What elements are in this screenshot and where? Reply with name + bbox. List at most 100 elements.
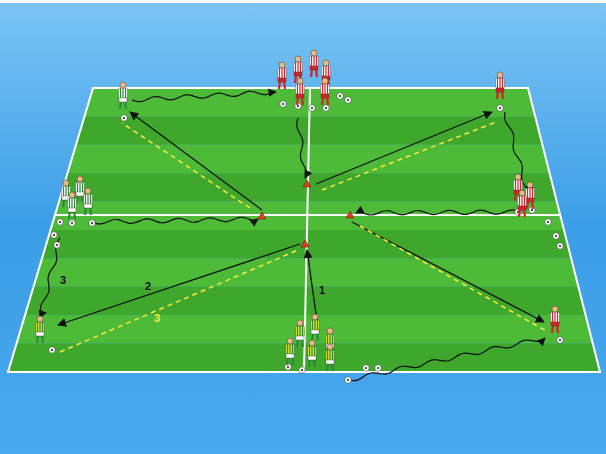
player-shirt <box>518 196 527 206</box>
ball <box>69 220 75 226</box>
shirt-stripe <box>524 196 525 206</box>
shirt-stripe <box>313 56 314 66</box>
shirt-stripe <box>328 66 329 76</box>
pass-line <box>60 250 298 352</box>
player-figure <box>311 314 320 341</box>
player-figure <box>36 316 45 343</box>
player-figure <box>278 62 287 89</box>
player-head <box>77 176 83 182</box>
shirt-stripe <box>311 56 312 66</box>
player-figure <box>518 190 527 217</box>
pass-line <box>322 122 496 190</box>
dribble-line <box>92 217 258 224</box>
shirt-stripe <box>299 84 300 94</box>
ball-body <box>280 101 286 107</box>
shirt-stripe <box>327 84 328 94</box>
shirt-stripe <box>299 326 300 336</box>
player-shirt <box>310 56 319 66</box>
player-leg <box>317 333 318 341</box>
shirt-stripe <box>317 320 318 330</box>
shirt-stripe <box>322 84 323 94</box>
player-figure <box>322 60 331 87</box>
ball <box>545 219 551 225</box>
player-figure <box>321 78 330 105</box>
player-leg <box>287 357 288 365</box>
dribble-line <box>132 91 276 101</box>
ball <box>557 337 563 343</box>
shirt-stripe <box>77 182 78 192</box>
ball <box>51 232 57 238</box>
player-figure <box>119 82 128 109</box>
shirt-stripe <box>519 196 520 206</box>
ball-body <box>69 220 75 226</box>
player-shirt <box>278 68 287 78</box>
run-arrow <box>352 222 544 322</box>
shirt-stripe <box>85 194 86 204</box>
player-shirt <box>311 320 320 330</box>
player-leg <box>314 359 315 367</box>
shirt-stripe <box>295 62 296 72</box>
player-shirt <box>296 84 305 94</box>
dribble-line <box>348 338 545 381</box>
run-arrow <box>58 244 300 325</box>
shirt-stripe <box>302 84 303 94</box>
shirt-stripe <box>297 62 298 72</box>
player-head <box>322 78 328 84</box>
player-shirt <box>286 344 295 354</box>
ball <box>553 233 559 239</box>
shirt-stripe <box>289 344 290 354</box>
shirt-stripe <box>82 182 83 192</box>
player-figure <box>296 78 305 105</box>
halfway-line <box>304 88 310 372</box>
shirt-stripe <box>517 180 518 190</box>
ball-patch <box>123 117 125 119</box>
shirt-stripe <box>329 350 330 360</box>
ball-patch <box>499 107 501 109</box>
shirt-stripe <box>552 312 553 322</box>
player-leg <box>332 363 333 371</box>
ball-body <box>345 97 351 103</box>
shirt-stripe <box>497 78 498 88</box>
callout-number: 3 <box>59 274 67 286</box>
player-shirt <box>326 334 335 344</box>
player-shirt <box>296 326 305 336</box>
player-head <box>63 180 69 186</box>
ball <box>54 242 60 248</box>
pass-line <box>122 123 250 208</box>
pitch-stripes <box>8 88 600 372</box>
shirt-stripe <box>69 198 70 208</box>
ball <box>345 377 351 383</box>
player-shirt <box>68 198 77 208</box>
ball-body <box>375 365 381 371</box>
ball-body <box>49 347 55 353</box>
shirt-stripe <box>297 84 298 94</box>
shirt-stripe <box>287 344 288 354</box>
player-shirt <box>84 194 93 204</box>
shirt-stripe <box>71 198 72 208</box>
player-leg <box>297 339 298 347</box>
run-arrow <box>307 250 318 328</box>
shirt-stripe <box>316 56 317 66</box>
shirt-stripe <box>520 180 521 190</box>
player-figure <box>551 306 560 333</box>
ball <box>557 243 563 249</box>
ball <box>89 220 95 226</box>
ball-patch <box>56 244 58 246</box>
player-head <box>309 340 315 346</box>
player-shirt <box>326 350 335 360</box>
player-leg <box>292 357 293 365</box>
shirt-stripe <box>281 68 282 78</box>
shirt-stripe <box>327 334 328 344</box>
ball-body <box>557 243 563 249</box>
ball-body <box>309 105 315 111</box>
players <box>36 50 560 371</box>
ball-body <box>51 232 57 238</box>
player-head <box>311 50 317 56</box>
ball-patch <box>71 222 73 224</box>
player-head <box>120 82 126 88</box>
ball-patch <box>377 367 379 369</box>
player-leg <box>327 363 328 371</box>
ball <box>280 101 286 107</box>
shirt-stripe <box>327 350 328 360</box>
